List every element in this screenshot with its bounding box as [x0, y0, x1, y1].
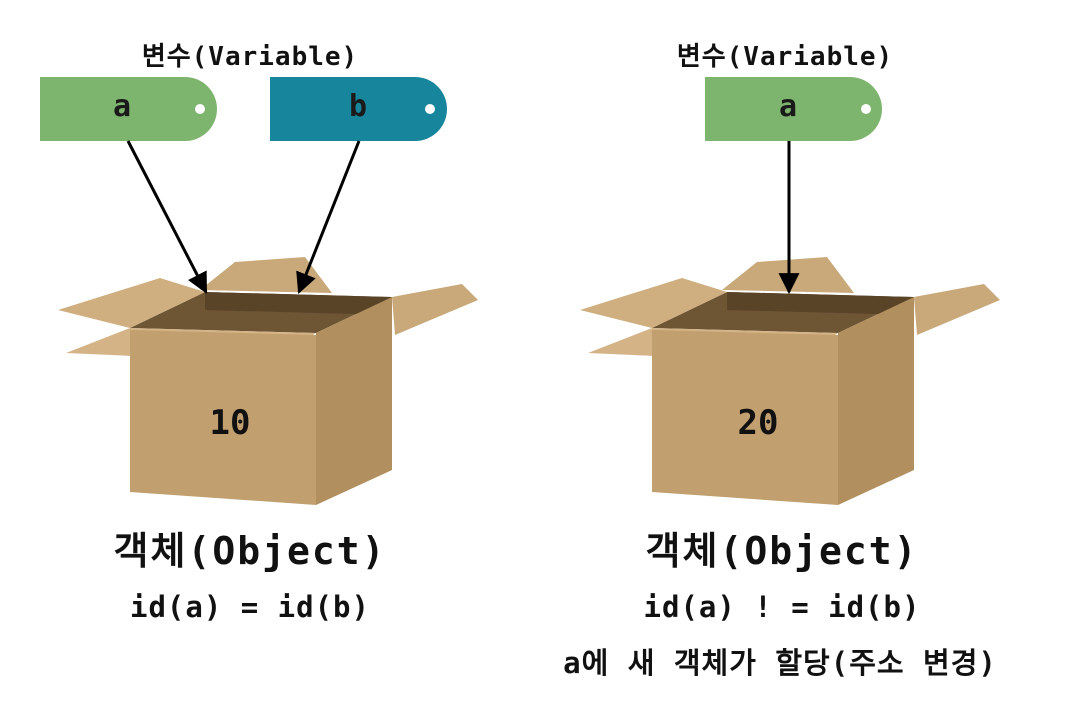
- variable-tag-a-left-label: a: [112, 89, 132, 124]
- arrow-b-to-object: [296, 140, 361, 294]
- variable-tag-b-left-label: b: [348, 89, 368, 124]
- object-title-left: 객체(Object): [113, 529, 387, 573]
- variable-tag-a-right-label: a: [778, 89, 798, 124]
- variable-tag-a-right: [705, 77, 882, 141]
- cardboard-box-right: [580, 257, 1000, 505]
- identity-relation-left: id(a) = id(b): [130, 590, 370, 624]
- object-value-left: 10: [209, 403, 251, 443]
- variable-title-right: 변수(Variable): [676, 42, 894, 72]
- variable-tag-a-left: [40, 77, 217, 141]
- variable-title-left: 변수(Variable): [141, 42, 359, 72]
- reassignment-note: a에 새 객체가 할당(주소 변경): [563, 646, 997, 680]
- object-value-right: 20: [737, 403, 779, 443]
- cardboard-box-left: [58, 257, 478, 505]
- identity-relation-right: id(a) ! = id(b): [643, 590, 921, 624]
- arrow-a-to-object: [126, 140, 208, 294]
- variable-tag-b-left: [270, 77, 447, 141]
- object-title-right: 객체(Object): [645, 529, 919, 573]
